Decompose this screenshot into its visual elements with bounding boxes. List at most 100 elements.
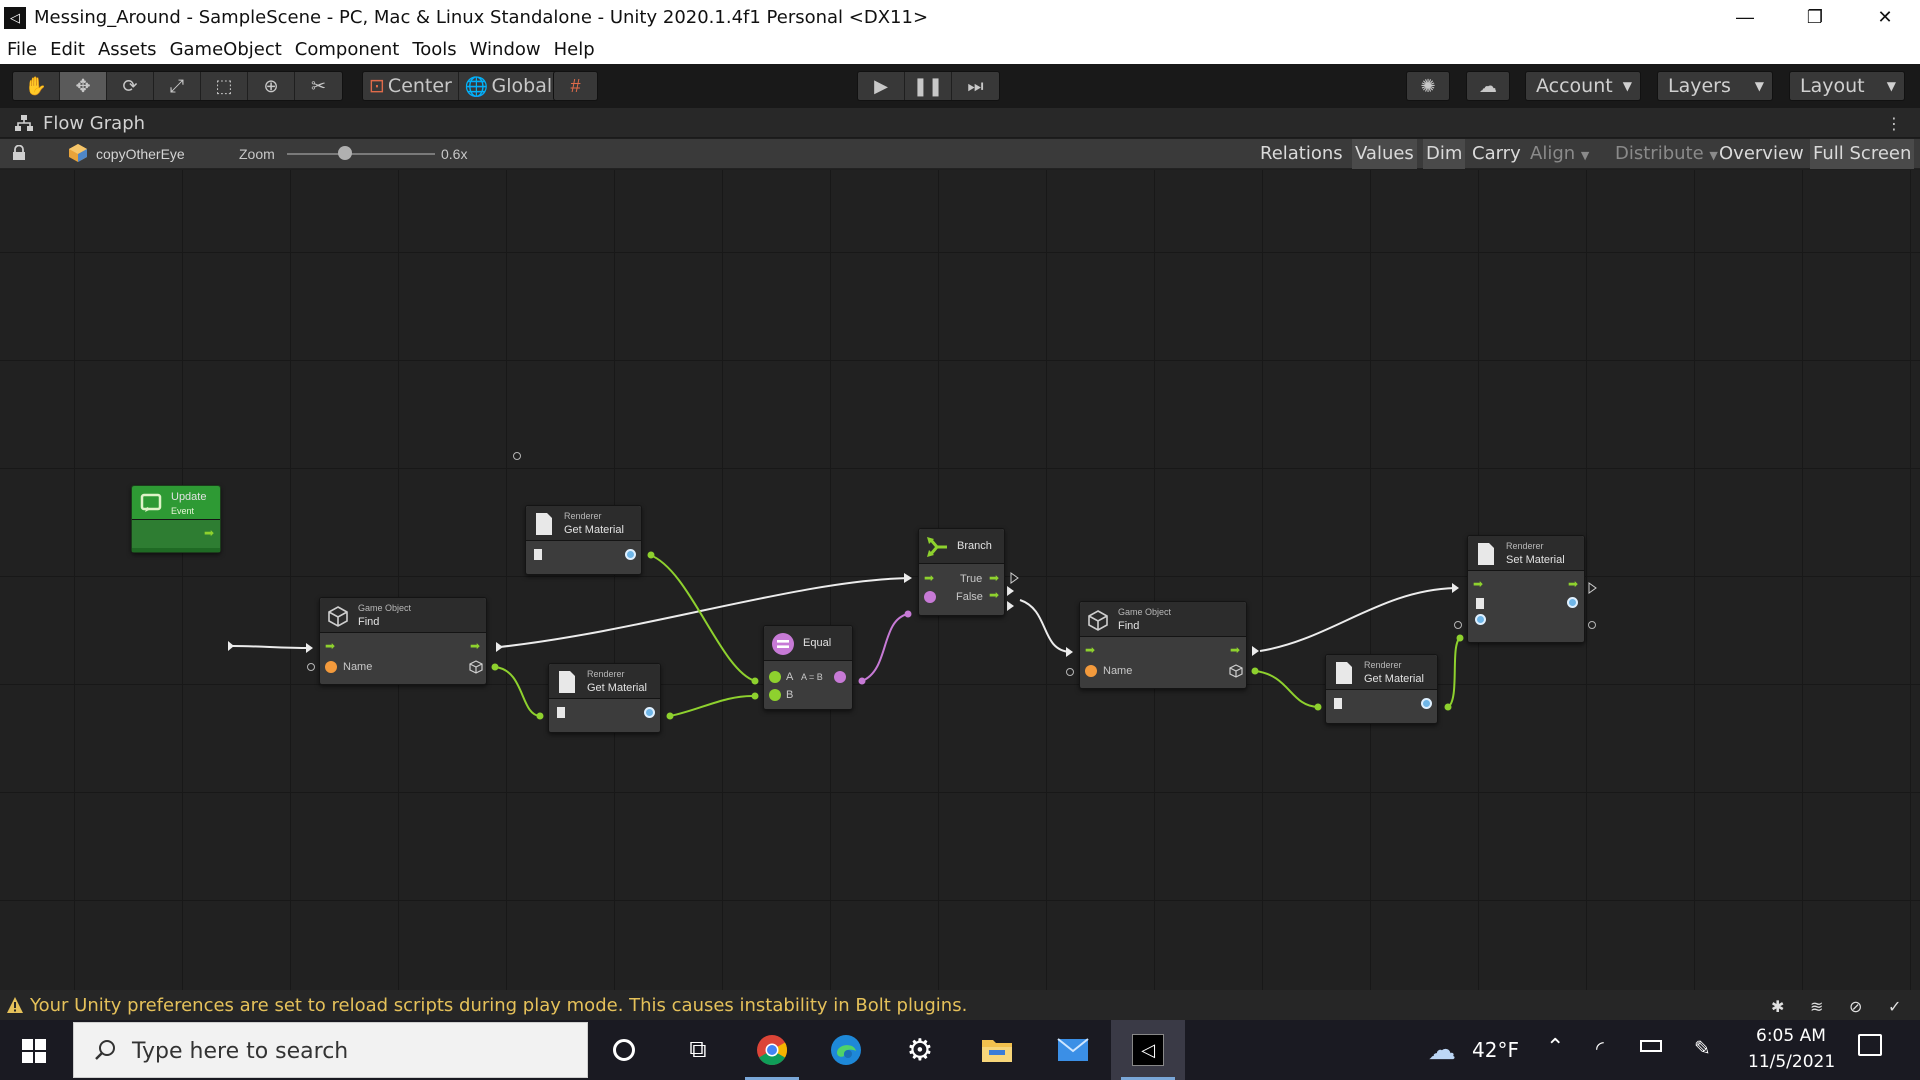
settings-button[interactable]: ⚙ [883,1020,957,1080]
cube-output-icon[interactable] [469,660,483,674]
equal-node[interactable]: Equal A A = B B [763,625,853,710]
renderer-get-material-node-bottom[interactable]: Renderer Get Material [548,663,661,733]
align-dropdown[interactable]: Align ▼ [1527,139,1592,169]
update-event-node[interactable]: Update Event ➡ [131,485,221,553]
mail-button[interactable] [1036,1020,1110,1080]
relations-toggle[interactable]: Relations [1260,143,1343,164]
cloud-button[interactable]: ☁ [1467,72,1509,100]
more-options-icon[interactable]: ⋮ [1886,116,1902,133]
menu-window[interactable]: Window [469,39,541,60]
name-input-port[interactable] [325,661,337,673]
unity-taskbar-button[interactable]: ◁ [1111,1020,1185,1080]
carry-toggle[interactable]: Carry [1472,143,1521,164]
file-explorer-button[interactable] [960,1020,1034,1080]
material-output-port[interactable] [1421,698,1432,709]
menu-component[interactable]: Component [294,39,400,60]
overview-button[interactable]: Overview [1719,143,1804,164]
lock-icon[interactable] [12,145,26,161]
full-screen-toggle[interactable]: Full Screen [1810,139,1915,169]
renderer-input-port[interactable] [557,707,565,718]
flow-out-port[interactable]: ➡ [204,526,215,540]
input-a-port[interactable] [769,671,781,683]
flow-in-port[interactable]: ➡ [924,571,935,585]
weather-cloud-icon[interactable]: ☁ [1428,1034,1456,1065]
rotate-tool-button[interactable]: ⟳ [107,72,154,100]
true-output-port[interactable]: ➡ [989,571,1000,585]
flow-in-port[interactable]: ➡ [1085,643,1096,657]
branch-node[interactable]: Branch ➡ True ➡ False ➡ [918,528,1005,616]
renderer-input-port[interactable] [1334,698,1342,709]
cube-output-icon[interactable] [1229,664,1243,678]
condition-input-port[interactable] [924,591,936,603]
menu-tools[interactable]: Tools [412,39,457,60]
flow-in-port[interactable]: ➡ [325,639,336,653]
zoom-slider-track[interactable] [287,153,435,155]
account-dropdown[interactable]: Account ▼ [1525,71,1641,101]
gameobject-find-node-2[interactable]: Game Object Find ➡ ➡ Name [1079,601,1247,689]
task-view-button[interactable]: ⧉ [661,1020,735,1080]
rect-tool-button[interactable]: ⬚ [201,72,248,100]
graph-canvas[interactable]: Update Event ➡ Game Object Find ➡ ➡ Name [0,170,1920,990]
zoom-slider-handle[interactable] [337,146,352,160]
values-toggle[interactable]: Values [1352,139,1417,169]
clock-time[interactable]: 6:05 AM [1756,1026,1826,1046]
material-value-port[interactable] [1567,597,1578,608]
edge-button[interactable] [809,1020,883,1080]
gameobject-find-node[interactable]: Game Object Find ➡ ➡ Name [319,597,487,685]
show-hidden-icons-chevron-up-icon[interactable]: ⌃ [1546,1034,1565,1059]
collab-button[interactable]: ✺ [1407,72,1449,100]
name-input-port[interactable] [1085,665,1097,677]
notifications-icon[interactable] [1858,1034,1882,1056]
layout-dropdown[interactable]: Layout ▼ [1789,71,1905,101]
renderer-set-material-node[interactable]: Renderer Set Material ➡ ➡ [1467,535,1585,643]
weather-temperature[interactable]: 42°F [1472,1038,1519,1062]
pen-icon[interactable]: ✎ [1694,1038,1711,1060]
input-b-port[interactable] [769,689,781,701]
taskbar-search-box[interactable]: Type here to search [73,1022,588,1078]
distribute-dropdown[interactable]: Distribute ▼ [1612,139,1721,169]
renderer-get-material-node-right[interactable]: Renderer Get Material [1325,654,1438,724]
space-global-button[interactable]: 🌐Global [459,72,558,100]
grid-snap-button[interactable]: # [554,72,597,100]
material-input-port[interactable] [1475,614,1486,625]
menu-assets[interactable]: Assets [97,39,157,60]
menu-gameobject[interactable]: GameObject [169,39,282,60]
chrome-button[interactable] [735,1020,809,1080]
wifi-icon[interactable]: ◜ [1596,1038,1604,1060]
minimize-button[interactable]: — [1736,7,1754,27]
dim-toggle[interactable]: Dim [1423,139,1466,169]
restore-button[interactable]: ❐ [1806,7,1824,27]
clock-date[interactable]: 11/5/2021 [1748,1052,1836,1072]
battery-icon[interactable] [1640,1040,1662,1052]
flow-out-port[interactable]: ➡ [1230,643,1241,657]
renderer-input-port[interactable] [1476,598,1484,609]
custom-tool-button[interactable]: ✂ [295,72,342,100]
material-output-port[interactable] [644,707,655,718]
database-icon[interactable]: ≋ [1810,999,1824,1016]
move-tool-button[interactable]: ✥ [60,72,107,100]
renderer-input-port[interactable] [534,549,542,560]
pivot-center-button[interactable]: ⊡Center [363,72,459,100]
menu-edit[interactable]: Edit [50,39,85,60]
flow-out-port[interactable]: ➡ [470,639,481,653]
play-button[interactable]: ▶ [858,72,905,100]
flow-graph-tab-title[interactable]: Flow Graph [43,113,146,134]
flow-out-port[interactable]: ➡ [1568,577,1579,591]
network-off-icon[interactable]: ⊘ [1849,999,1863,1016]
windows-start-icon[interactable] [22,1039,46,1063]
bug-icon[interactable]: ✱ [1771,999,1785,1016]
menu-file[interactable]: File [7,39,38,60]
result-output-port[interactable] [834,671,846,683]
renderer-get-material-node-top[interactable]: Renderer Get Material [525,505,642,575]
pause-button[interactable]: ❚❚ [905,72,952,100]
hand-tool-button[interactable]: ✋ [13,72,60,100]
material-output-port[interactable] [625,549,636,560]
close-button[interactable]: ✕ [1877,7,1893,27]
false-output-port[interactable]: ➡ [989,588,1000,602]
flow-in-port[interactable]: ➡ [1473,577,1484,591]
menu-help[interactable]: Help [553,39,595,60]
scale-tool-button[interactable]: ⤢ [154,72,201,100]
transform-tool-button[interactable]: ⊕ [248,72,295,100]
status-message[interactable]: Your Unity preferences are set to reload… [30,995,968,1016]
step-button[interactable]: ⏭ [952,72,999,100]
